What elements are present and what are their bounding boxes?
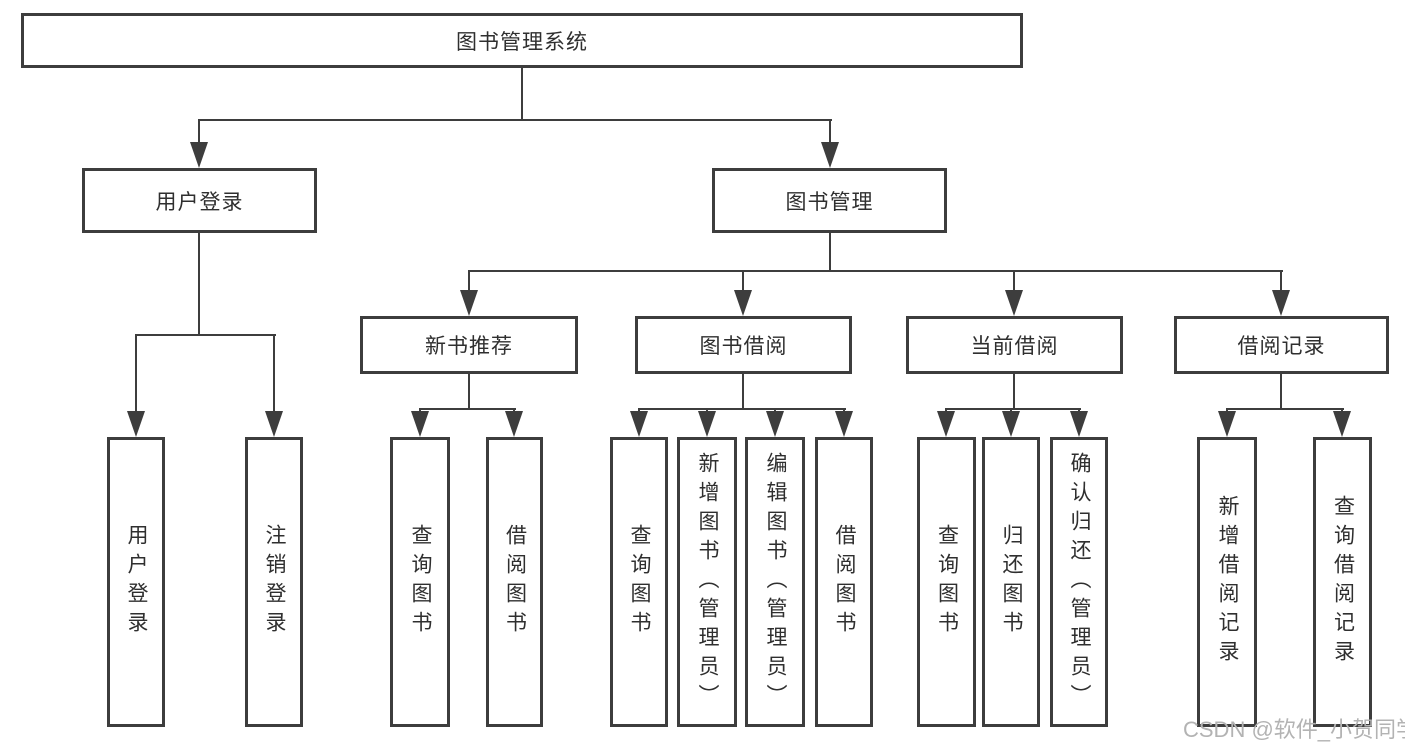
leaf-borrow-books-recommend-label: 借阅图书: [503, 524, 527, 640]
leaf-query-books-current-label: 查询图书: [935, 524, 959, 640]
leaf-return-books: 归还图书: [982, 437, 1040, 727]
leaf-query-books-borrowing-label: 查询图书: [628, 524, 651, 640]
connector-line: [829, 119, 831, 144]
arrow-down-icon: [265, 411, 283, 437]
leaf-query-books-recommend-label: 查询图书: [409, 524, 432, 640]
arrow-down-icon: [1002, 411, 1020, 437]
node-new-book-recommend: 新书推荐: [360, 316, 578, 374]
leaf-add-borrow-record: 新增借阅记录: [1197, 437, 1257, 727]
leaf-borrow-books-label: 借阅图书: [833, 524, 856, 640]
leaf-logout-label: 注销登录: [263, 524, 286, 640]
arrow-down-icon: [460, 290, 478, 316]
leaf-edit-books-admin: 编辑图书（管理员）: [745, 437, 805, 727]
node-book-borrowing: 图书借阅: [635, 316, 852, 374]
node-user-login-label: 用户登录: [155, 190, 244, 214]
arrow-down-icon: [766, 411, 784, 437]
connector-line: [135, 334, 276, 336]
connector-line: [945, 408, 1081, 410]
connector-line: [198, 119, 832, 121]
connector-line: [198, 231, 200, 336]
csdn-watermark: CSDN @软件_小贺同学: [1183, 717, 1405, 742]
leaf-query-borrow-record-label: 查询借阅记录: [1331, 495, 1355, 669]
arrow-down-icon: [937, 411, 955, 437]
connector-line: [1280, 270, 1282, 293]
connector-line: [742, 372, 744, 410]
arrow-down-icon: [411, 411, 429, 437]
node-current-borrowing: 当前借阅: [906, 316, 1123, 374]
arrow-down-icon: [1005, 290, 1023, 316]
leaf-query-borrow-record: 查询借阅记录: [1313, 437, 1372, 727]
arrow-down-icon: [1218, 411, 1236, 437]
node-current-borrowing-label: 当前借阅: [970, 335, 1059, 358]
leaf-add-books-admin: 新增图书（管理员）: [677, 437, 737, 727]
arrow-down-icon: [821, 142, 839, 168]
connector-line: [1013, 270, 1015, 293]
arrow-down-icon: [630, 411, 648, 437]
arrow-down-icon: [505, 411, 523, 437]
node-borrowing-records: 借阅记录: [1174, 316, 1389, 374]
connector-line: [468, 270, 470, 293]
leaf-confirm-return-admin: 确认归还（管理员）: [1050, 437, 1108, 727]
connector-line: [829, 231, 831, 272]
arrow-down-icon: [190, 142, 208, 168]
leaf-add-books-admin-label: 新增图书（管理员）: [696, 451, 719, 713]
node-user-login: 用户登录: [82, 168, 317, 233]
node-book-borrowing-label: 图书借阅: [699, 335, 788, 358]
node-book-management: 图书管理: [712, 168, 947, 233]
connector-line: [198, 119, 200, 144]
leaf-query-books-current: 查询图书: [917, 437, 976, 727]
leaf-query-books-recommend: 查询图书: [390, 437, 450, 727]
leaf-confirm-return-admin-label: 确认归还（管理员）: [1068, 451, 1091, 713]
leaf-logout: 注销登录: [245, 437, 303, 727]
node-root: 图书管理系统: [21, 13, 1023, 68]
connector-line: [521, 66, 523, 121]
leaf-borrow-books: 借阅图书: [815, 437, 873, 727]
leaf-return-books-label: 归还图书: [1000, 524, 1023, 640]
connector-line: [273, 334, 275, 414]
leaf-user-login-label: 用户登录: [125, 524, 148, 640]
node-book-management-label: 图书管理: [785, 190, 874, 214]
arrow-down-icon: [835, 411, 853, 437]
connector-line: [419, 408, 516, 410]
leaf-borrow-books-recommend: 借阅图书: [486, 437, 543, 727]
node-root-label: 图书管理系统: [456, 30, 588, 54]
node-borrowing-records-label: 借阅记录: [1237, 335, 1326, 358]
node-new-book-recommend-label: 新书推荐: [425, 335, 513, 358]
leaf-add-borrow-record-label: 新增借阅记录: [1216, 495, 1239, 669]
connector-line: [468, 372, 470, 410]
connector-line: [1226, 408, 1344, 410]
connector-line: [1280, 372, 1282, 410]
leaf-user-login: 用户登录: [107, 437, 165, 727]
arrow-down-icon: [127, 411, 145, 437]
leaf-query-books-borrowing: 查询图书: [610, 437, 668, 727]
connector-line: [742, 270, 744, 293]
leaf-edit-books-admin-label: 编辑图书（管理员）: [764, 451, 787, 713]
arrow-down-icon: [1272, 290, 1290, 316]
connector-line: [638, 408, 846, 410]
arrow-down-icon: [734, 290, 752, 316]
connector-line: [1013, 372, 1015, 410]
arrow-down-icon: [698, 411, 716, 437]
arrow-down-icon: [1070, 411, 1088, 437]
arrow-down-icon: [1333, 411, 1351, 437]
connector-line: [135, 334, 137, 414]
connector-line: [468, 270, 1283, 272]
